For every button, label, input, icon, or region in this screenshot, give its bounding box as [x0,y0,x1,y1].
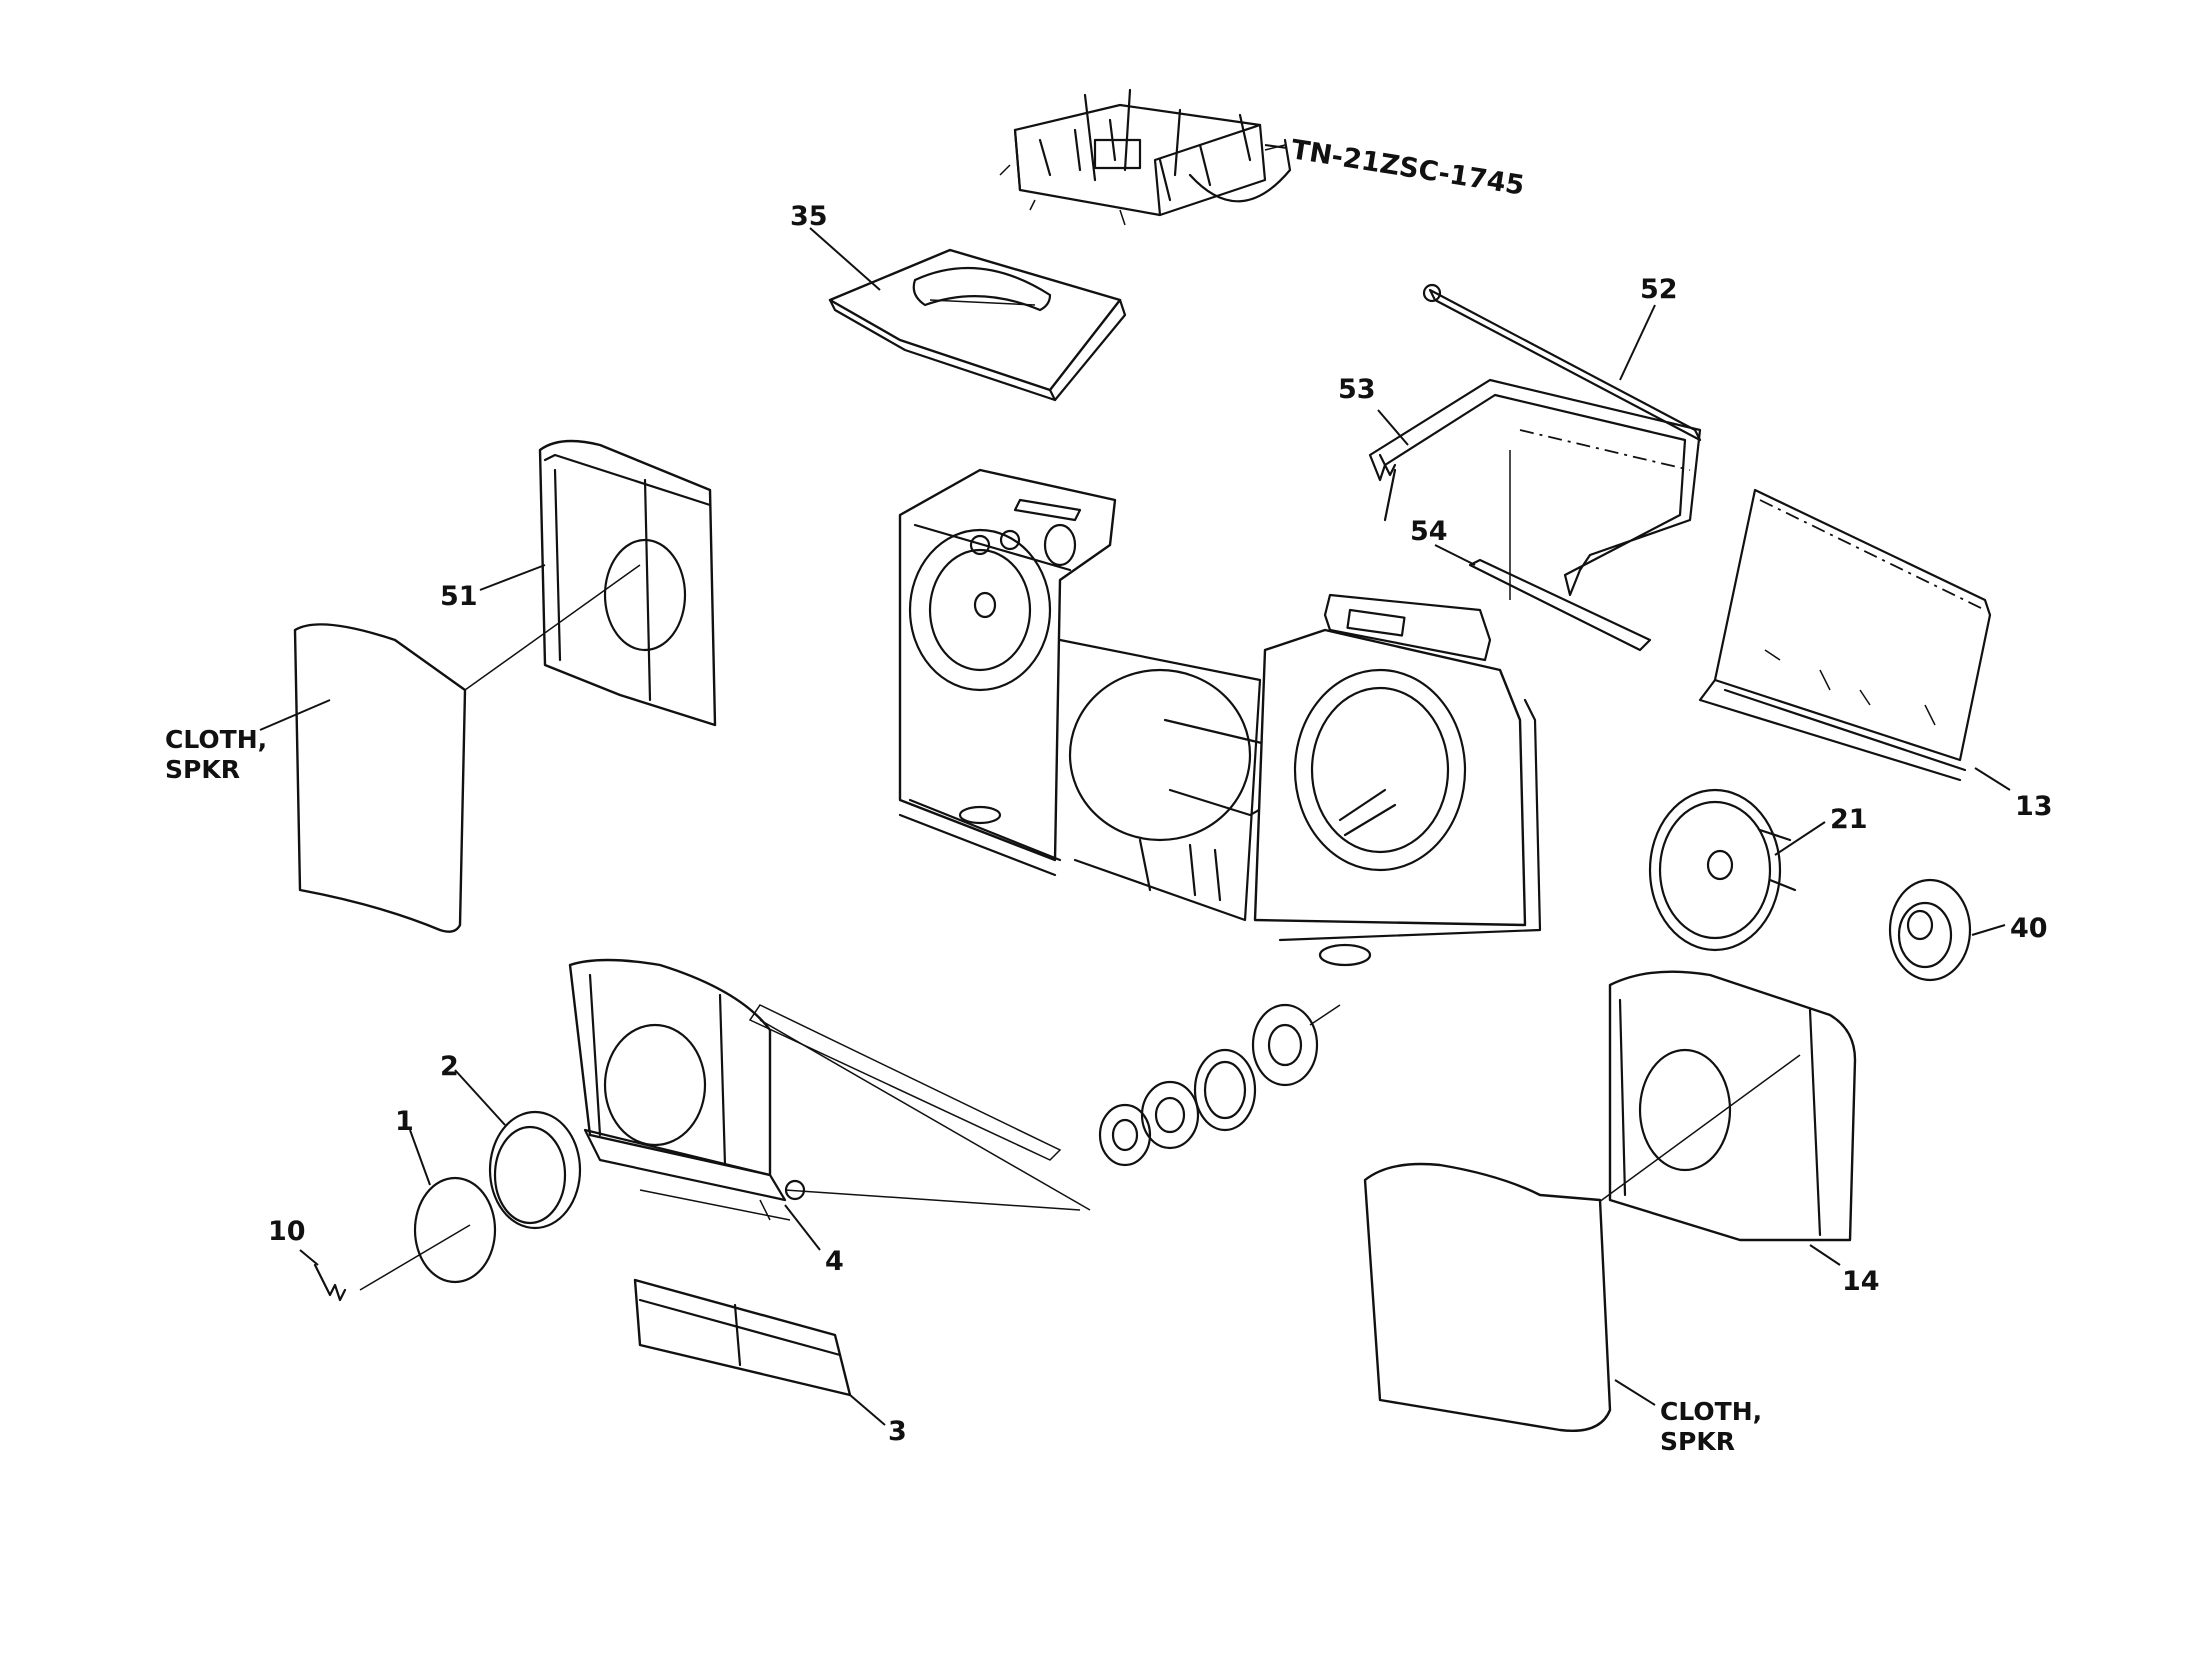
callout-13: 51 [440,581,478,612]
callout-53: 53 [1338,374,1376,405]
main-cabinet [898,468,1542,967]
cloth-left-line1: CLOTH, [165,725,267,754]
left-grille-frame-part [538,439,717,727]
leader-54 [1434,544,1476,566]
callout-3: 3 [888,1416,907,1447]
right-grille-frame-part [1594,970,1857,1242]
leader-51 [1974,767,2011,791]
handle-rod-part [1422,283,1702,442]
callout-35: 35 [790,201,828,232]
leader-35 [809,227,881,291]
leader-53 [1377,409,1409,446]
leader-3 [849,1394,886,1426]
screw-part-10 [313,1263,347,1302]
cone-part-1 [413,1176,497,1284]
leader-2 [454,1069,506,1126]
tuner-assembly [999,88,1292,226]
tweeter-40 [1888,878,1972,982]
leader-40 [1971,924,2006,936]
cloth-right-line1: CLOTH, [1660,1397,1762,1426]
callout-51: 13 [2015,791,2053,822]
leader-21 [1774,821,1826,856]
callout-1: 1 [395,1106,414,1137]
cloth-right-line2: SPKR [1660,1427,1735,1456]
callout-40: 40 [2010,913,2048,944]
callout-14: 14 [1842,1266,1880,1297]
leader-cloth-left [259,699,331,731]
front-tweeter-rail [748,1004,1091,1211]
bottom-panel-part [633,1278,852,1397]
leader-13 [479,564,546,591]
rail-part [1468,558,1652,652]
leader-1 [409,1129,431,1186]
leader-4 [784,1204,821,1251]
leader-52 [1619,304,1656,381]
left-front-baffle [568,958,806,1221]
callout-21: 21 [1830,804,1868,835]
left-cloth-part [293,564,641,933]
speaker-driver-21 [1648,788,1797,952]
leader-10 [299,1249,319,1266]
top-cover-part [828,248,1127,402]
callout-4: 4 [825,1246,844,1277]
callout-tuner: TN-21ZSC-1745 [1289,134,1527,201]
callout-10: 10 [268,1216,306,1247]
callout-54: 54 [1410,516,1448,547]
callout-2: 2 [440,1051,459,1082]
cloth-left-line2: SPKR [165,755,240,784]
leader-cloth-right [1614,1379,1656,1406]
leader-14 [1809,1244,1841,1266]
ring-part-2 [488,1110,582,1230]
small-tweeters [1098,1003,1341,1167]
back-panel-part [1698,488,1992,782]
right-cloth-part [1363,1162,1612,1432]
callout-52: 52 [1640,274,1678,305]
